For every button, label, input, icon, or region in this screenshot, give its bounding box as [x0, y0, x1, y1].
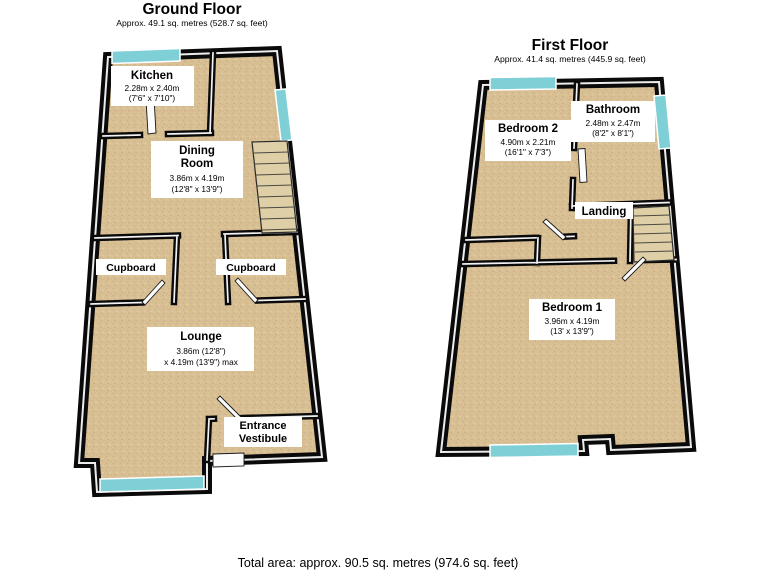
dining-room-name-line1: Dining	[179, 145, 215, 157]
cupboard-right-door	[234, 277, 259, 304]
bedroom-1-window	[489, 442, 579, 459]
bedroom-2-label: Bedroom 2 4.90m x 2.21m (16'1" x 7'3")	[485, 120, 571, 161]
cupboard-left-door	[141, 279, 166, 306]
bedroom-2-door	[542, 218, 567, 241]
lounge-label-bg	[147, 327, 254, 371]
lounge-bay-window	[99, 475, 205, 493]
cupboard-right-label-bg	[216, 259, 286, 275]
bedroom-1-dims-metric: 3.96m x 4.19m	[545, 316, 600, 326]
kitchen-name: Kitchen	[131, 70, 173, 82]
ground-floor-plan: Ground Floor Approx. 49.1 sq. metres (52…	[73, 1, 328, 498]
lounge-label: Lounge 3.86m (12'8") x 4.19m (13'9") max	[147, 327, 254, 371]
cupboard-left-label-bg	[96, 259, 166, 275]
lounge-name: Lounge	[180, 331, 222, 343]
entrance-vestibule-name-line1: Entrance	[239, 420, 286, 432]
bathroom-dims-metric: 2.48m x 2.47m	[586, 118, 641, 128]
first-floor-footprint	[441, 82, 691, 452]
bedroom-1-door	[621, 256, 647, 282]
dining-room-dims-imperial: (12'8" x 13'9")	[171, 184, 222, 194]
entrance-vestibule-name-line2: Vestibule	[239, 433, 287, 445]
bedroom-2-dims-imperial: (16'1" x 7'3")	[505, 147, 552, 157]
first-floor-title: First Floor	[532, 37, 609, 54]
landing-label: Landing	[575, 202, 633, 219]
bedroom-1-label-bg	[529, 299, 615, 340]
cupboard-left-name: Cupboard	[106, 262, 156, 274]
landing-name: Landing	[582, 206, 627, 218]
kitchen-dims-metric: 2.28m x 2.40m	[125, 83, 180, 93]
kitchen-label-bg	[111, 66, 194, 106]
first-floor-plan: First Floor Approx. 41.4 sq. metres (445…	[435, 37, 697, 459]
entrance-vestibule-label-bg	[224, 417, 302, 447]
dining-room-window	[274, 88, 293, 142]
dining-room-name-line2: Room	[181, 158, 214, 170]
bedroom-2-name: Bedroom 2	[498, 123, 558, 135]
ground-floor-subtitle: Approx. 49.1 sq. metres (528.7 sq. feet)	[116, 18, 268, 28]
bathroom-dims-imperial: (8'2" x 8'1")	[592, 128, 634, 138]
lounge-dims-line2: x 4.19m (13'9") max	[164, 357, 239, 367]
dining-room-label: Dining Room 3.86m x 4.19m (12'8" x 13'9"…	[151, 141, 243, 198]
landing-label-bg	[575, 202, 633, 219]
stairs-area	[632, 205, 675, 263]
cupboard-right-name: Cupboard	[226, 262, 276, 274]
kitchen-label: Kitchen 2.28m x 2.40m (7'6" x 7'10")	[111, 66, 194, 106]
ground-floor-stairs	[251, 140, 298, 234]
kitchen-window	[111, 47, 181, 65]
bedroom-1-name: Bedroom 1	[542, 302, 603, 314]
kitchen-dims-imperial: (7'6" x 7'10")	[129, 93, 176, 103]
bathroom-label-bg	[571, 101, 655, 142]
ground-floor-title: Ground Floor	[142, 1, 241, 18]
bedroom-2-dims-metric: 4.90m x 2.21m	[501, 137, 556, 147]
bathroom-door	[577, 148, 588, 183]
total-area-label: Total area: approx. 90.5 sq. metres (974…	[238, 556, 519, 570]
dining-room-label-bg	[151, 141, 243, 198]
bedroom-2-window	[489, 75, 557, 91]
bathroom-label: Bathroom 2.48m x 2.47m (8'2" x 8'1")	[571, 101, 655, 142]
bathroom-name: Bathroom	[586, 104, 640, 116]
bedroom-1-dims-imperial: (13' x 13'9")	[550, 326, 594, 336]
bathroom-window	[653, 94, 672, 150]
entrance-vestibule-label: Entrance Vestibule	[224, 417, 302, 447]
bedroom-1-label: Bedroom 1 3.96m x 4.19m (13' x 13'9")	[529, 299, 615, 340]
cupboard-left-label: Cupboard	[96, 259, 166, 275]
first-floor-stairs	[632, 205, 675, 263]
cupboard-right-label: Cupboard	[216, 259, 286, 275]
bedroom-2-label-bg	[485, 120, 571, 161]
first-floor-subtitle: Approx. 41.4 sq. metres (445.9 sq. feet)	[494, 54, 646, 64]
lounge-dims-line1: 3.86m (12'8")	[176, 346, 225, 356]
front-door	[212, 452, 245, 468]
dining-room-dims-metric: 3.86m x 4.19m	[170, 173, 225, 183]
